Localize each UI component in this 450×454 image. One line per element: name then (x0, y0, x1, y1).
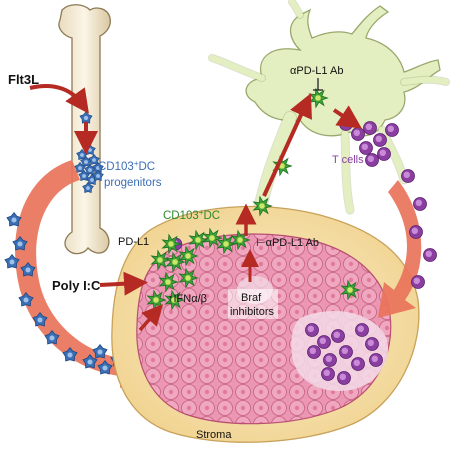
t-cell-migration-arrow-icon (378, 180, 422, 318)
t-cell-icon (373, 133, 387, 147)
progenitors-label-line2: progenitors (104, 177, 162, 189)
t-cell-icon (339, 345, 353, 359)
dendritic-cell-icon (164, 289, 185, 311)
t-cell-icon (337, 371, 351, 385)
dendritic-cell-icon (150, 249, 171, 271)
cd103-dc-label: CD103+DC (163, 208, 220, 222)
migrating-t-cells (401, 169, 437, 289)
t-cell-icon (305, 323, 319, 337)
t-cell-icon (351, 357, 365, 371)
braf-label-bg (228, 289, 278, 319)
dendritic-cell-icon (188, 229, 209, 251)
flt3l-label: Flt3L (8, 72, 39, 87)
progenitor-cell-icon (12, 235, 28, 251)
t-cell-icon (365, 153, 379, 167)
anti-pdl1-lymph-label: αPD-L1 Ab (290, 65, 343, 77)
braf-label-line1: Braf (241, 292, 262, 304)
braf-label-line2: inhibitors (230, 306, 275, 318)
progenitor-cell-icon (88, 153, 100, 165)
progenitor-cell-icon (92, 343, 108, 359)
t-cell-icon (307, 345, 321, 359)
dendritic-cell-icon (340, 279, 361, 301)
t-cell-icon (351, 127, 365, 141)
t-cell-icon (365, 337, 379, 351)
progenitors-label: CD103+DC (98, 159, 155, 173)
t-cell-icon (369, 353, 383, 367)
t-cell-icon (359, 141, 373, 155)
dendritic-cells (146, 87, 361, 311)
dendritic-cell-icon (178, 245, 199, 267)
t-cell-icon (363, 121, 377, 135)
progenitor-cell-icon (82, 181, 94, 193)
red-arrows (29, 78, 362, 332)
dendritic-cell-icon (178, 267, 199, 289)
t-cell-icon (355, 323, 369, 337)
progenitor-cell-icon (44, 329, 60, 345)
anti-pdl1-tumor-label: ⊢αPD-L1 Ab (256, 237, 319, 249)
stroma-label: Stroma (196, 429, 232, 441)
lymph-node-icon (208, 0, 450, 237)
t-cell-icon (423, 248, 437, 262)
t-cell-icon (411, 275, 425, 289)
t-cell-icon (377, 147, 391, 161)
t-cells-label: T cells (332, 154, 364, 166)
progenitor-cell-icon (4, 253, 20, 269)
dendritic-cell-icon (202, 227, 223, 249)
progenitor-cell-icon (6, 211, 22, 227)
progenitor-cell-icon (62, 346, 78, 362)
progenitor-cluster (74, 111, 104, 193)
t-cell-icon (401, 169, 415, 183)
migration-arrow-icon (15, 160, 158, 388)
t-cell-icon (323, 353, 337, 367)
progenitor-cell-icon (97, 359, 113, 375)
dendritic-cell-icon (216, 233, 237, 255)
dendritic-cell-icon (158, 271, 179, 293)
t-cell-icon (413, 197, 427, 211)
t-cell-icon (321, 367, 335, 381)
progenitor-cell-icon (20, 261, 36, 277)
dendritic-cell-icon (165, 251, 186, 273)
poly-ic-label: Poly I:C (52, 278, 101, 293)
pd-l1-label: PD-L1 (118, 236, 149, 248)
tumor-t-cells (169, 237, 383, 385)
dendritic-cell-icon (252, 195, 273, 217)
progenitor-cell-icon (74, 161, 86, 173)
t-cell-icon (331, 329, 345, 343)
progenitor-cell-icon (32, 311, 48, 327)
progenitor-cell-icon (82, 353, 98, 369)
progenitor-cell-icon (92, 169, 104, 181)
progenitor-cell-icon (18, 291, 34, 307)
t-cell-icon (317, 335, 331, 349)
progenitor-cell-icon (86, 173, 98, 185)
dendritic-cell-icon (308, 87, 329, 109)
t-cell-icon (409, 225, 423, 239)
dendritic-cell-icon (161, 233, 182, 255)
ifn-label: ↑IFNα/β (168, 293, 207, 305)
t-cell-icon (385, 123, 399, 137)
